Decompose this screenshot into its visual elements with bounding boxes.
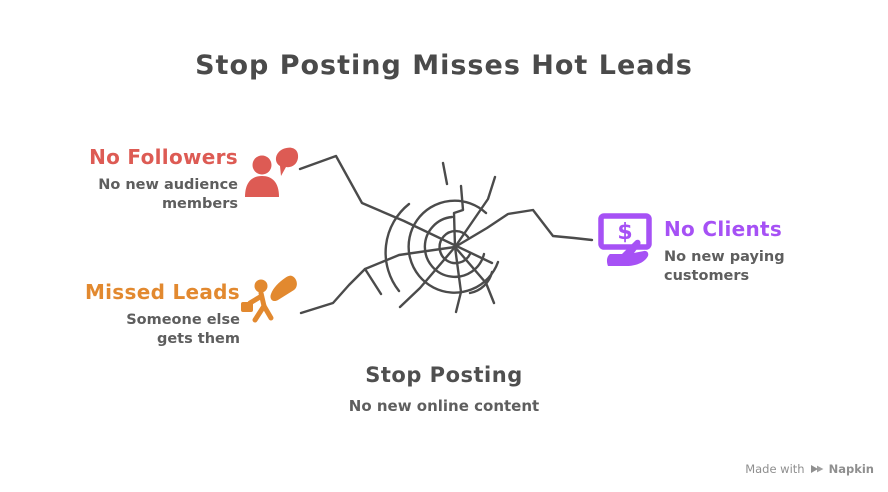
diagram-title: Stop Posting Misses Hot Leads xyxy=(195,50,693,81)
connector-no-clients xyxy=(453,208,594,249)
center-node-label: Stop Posting xyxy=(365,363,523,387)
hand-grabbing-person-icon xyxy=(241,275,297,323)
node-no-followers-description: No new audience members xyxy=(98,177,238,212)
connector-no-followers xyxy=(298,154,494,265)
node-no-clients: No Clients No new paying customers xyxy=(664,218,786,286)
center-node-description: No new online content xyxy=(348,397,540,415)
person-speech-bubble-icon xyxy=(245,147,299,197)
hand-holding-money-icon: $ xyxy=(598,213,652,266)
node-missed-leads: Missed Leads Someone else gets them xyxy=(58,281,240,349)
node-no-followers: No Followers No new audience members xyxy=(58,146,238,214)
node-no-followers-label: No Followers xyxy=(89,145,238,169)
napkin-logo-icon xyxy=(810,465,823,473)
node-no-clients-description: No new paying customers xyxy=(664,249,785,284)
dollar-glyph: $ xyxy=(617,220,632,245)
connector-missed-leads xyxy=(299,245,457,315)
center-node: Stop Posting No new online content xyxy=(0,363,888,415)
node-missed-leads-description: Someone else gets them xyxy=(126,312,240,347)
node-missed-leads-label: Missed Leads xyxy=(84,280,240,304)
watermark-brand: Napkin xyxy=(828,462,874,476)
node-no-clients-label: No Clients xyxy=(664,217,783,241)
watermark: Made with Napkin xyxy=(745,462,874,476)
watermark-prefix: Made with xyxy=(745,462,805,476)
